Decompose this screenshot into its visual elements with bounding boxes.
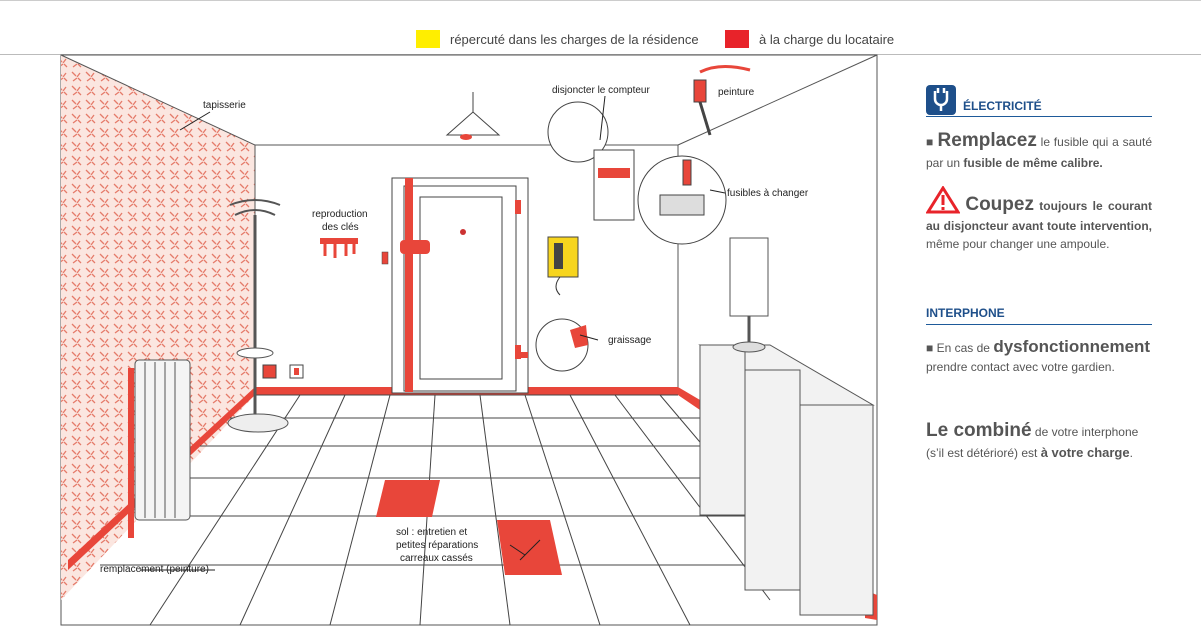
door-lock xyxy=(400,240,430,254)
combine-text: de votre interphone (s’il est détérioré)… xyxy=(926,424,1139,461)
label-disjoncter: disjoncter le compteur xyxy=(552,85,650,96)
ceiling-lamp xyxy=(445,111,501,136)
label-graissage: graissage xyxy=(608,335,652,346)
remplacez-bold: fusible de même calibre. xyxy=(963,155,1103,170)
interphone-header: INTERPHONE xyxy=(926,305,1152,325)
combine-period: . xyxy=(1129,446,1133,461)
floor-tiles xyxy=(100,394,801,626)
legend-tenant-label: à la charge du locataire xyxy=(759,31,895,47)
radiator xyxy=(134,359,191,521)
broken-tile-2 xyxy=(497,520,562,575)
table-lamp-shade xyxy=(729,237,769,317)
electricite-title: ÉLECTRICITÉ xyxy=(963,98,1042,113)
coupez-heading: Coupez xyxy=(965,193,1034,215)
door-panel xyxy=(419,196,503,380)
remplacez-text: le fusible qui a sauté par un xyxy=(926,135,1152,170)
electricite-paragraph-2: Coupez toujours le courant au disjoncteu… xyxy=(925,185,1152,253)
label-sol-1: sol : entretien et xyxy=(396,527,467,538)
fuse xyxy=(682,159,692,186)
sideboard xyxy=(698,344,875,616)
label-remplacement: remplacement (peinture) xyxy=(100,564,209,575)
label-peinture: peinture xyxy=(718,87,755,98)
meter-zoom xyxy=(547,101,609,163)
right-baseboard xyxy=(678,387,700,410)
red-swatch xyxy=(725,30,749,48)
dysfonctionnement-heading: dysfonctionnement xyxy=(993,336,1151,356)
interphone-text-b: prendre contact avec votre gardien. xyxy=(926,360,1115,375)
fuse-box xyxy=(593,149,635,221)
interphone-title: INTERPHONE xyxy=(926,306,1005,321)
outlet-1 xyxy=(262,364,277,379)
room-illustration: tapisserie disjoncter le compteur peintu… xyxy=(60,54,878,626)
label-reproduction-2: des clés xyxy=(322,222,359,233)
combine-heading: Le combiné xyxy=(926,419,1032,441)
coupez-text: même pour changer une ampoule. xyxy=(926,236,1110,251)
label-sol-2: petites réparations xyxy=(396,540,478,551)
door xyxy=(403,185,517,392)
label-reproduction-1: reproduction xyxy=(312,209,368,220)
radiator-pipe xyxy=(128,368,134,538)
combine-bold: à votre charge xyxy=(1040,445,1130,461)
interphone-paragraph-1: ■ En cas de dysfonctionnement prendre co… xyxy=(926,336,1151,375)
broken-tile-1 xyxy=(376,480,440,517)
label-fusibles: fusibles à changer xyxy=(727,188,809,199)
yellow-swatch xyxy=(416,30,440,48)
wallpaper-wall xyxy=(61,55,255,600)
electricite-paragraph-1: ■ Remplacez le fusible qui a sauté par u… xyxy=(926,130,1152,170)
plug-icon xyxy=(926,85,956,115)
legend-item-tenant-charges: à la charge du locataire xyxy=(725,30,894,48)
peephole xyxy=(460,229,466,235)
remplacez-heading: Remplacez xyxy=(937,130,1037,151)
coupez-bold: toujours le courant au disjoncteur avant… xyxy=(926,198,1152,234)
top-rule xyxy=(0,0,1201,1)
info-panel: ÉLECTRICITÉ ■ Remplacez le fusible qui a… xyxy=(925,85,1152,463)
paintbrush xyxy=(693,79,707,103)
interphone-paragraph-2: Le combiné de votre interphone (s’il est… xyxy=(926,417,1152,463)
label-sol-3: carreaux cassés xyxy=(400,553,473,564)
door-hinge-strip xyxy=(405,178,413,392)
legend-shared-label: répercuté dans les charges de la résiden… xyxy=(450,31,699,47)
label-tapisserie: tapisserie xyxy=(203,100,246,111)
key-rack xyxy=(320,238,358,244)
interphone-text-a: En cas de xyxy=(936,340,990,355)
legend-item-shared-charges: répercuté dans les charges de la résiden… xyxy=(416,30,699,48)
warning-icon xyxy=(925,185,961,214)
electricite-header: ÉLECTRICITÉ xyxy=(926,85,1152,117)
